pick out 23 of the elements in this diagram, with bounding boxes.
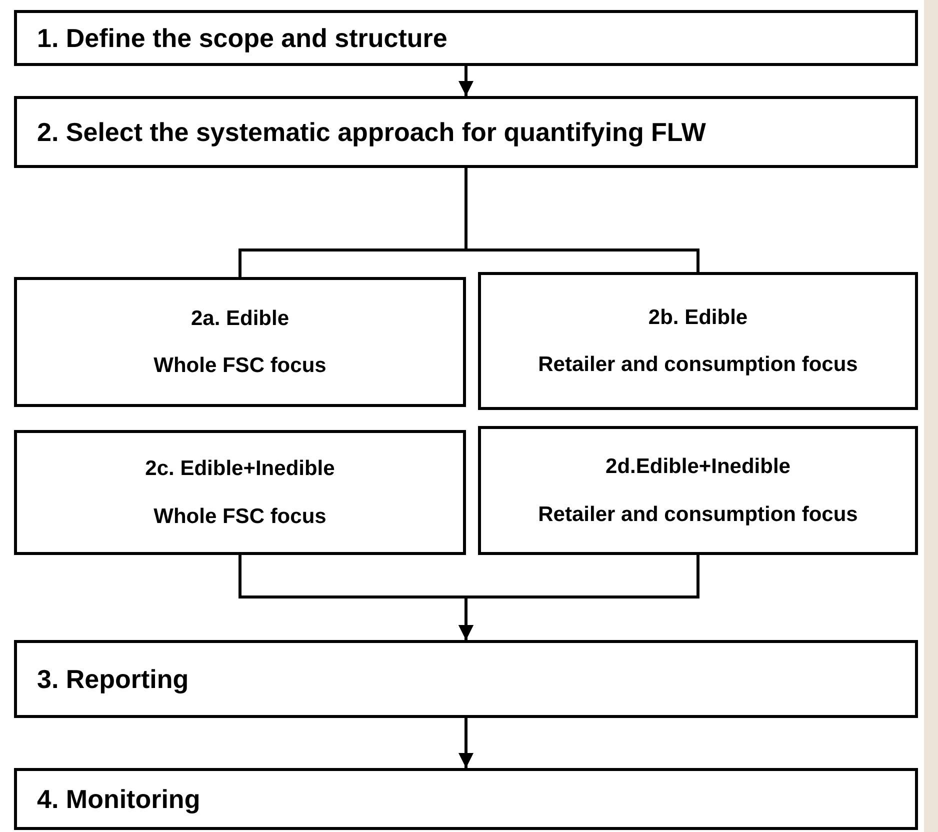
process-box xyxy=(14,277,466,407)
box-label: 2b. Edible xyxy=(648,304,748,330)
box-label: 4. Monitoring xyxy=(37,782,200,816)
process-box xyxy=(14,430,466,555)
box-label: 2c. Edible+Inedible xyxy=(145,456,335,482)
box-label: 1. Define the scope and structure xyxy=(37,22,448,54)
box-label: 2d.Edible+Inedible xyxy=(606,454,790,480)
box-label: Retailer and consumption focus xyxy=(538,502,858,528)
box-label: 3. Reporting xyxy=(37,662,189,696)
process-box xyxy=(14,640,918,718)
box-label: Whole FSC focus xyxy=(154,353,326,379)
process-box xyxy=(478,426,918,555)
process-box xyxy=(478,272,918,410)
process-box xyxy=(14,10,918,66)
connector-arrow xyxy=(458,718,474,768)
box-label: Whole FSC focus xyxy=(154,504,326,530)
connector-arrow xyxy=(458,66,474,96)
box-label: Retailer and consumption focus xyxy=(538,352,858,378)
box-label: 2a. Edible xyxy=(190,306,290,332)
box-label: 2. Select the systematic approach for quantifying FLW xyxy=(37,116,706,148)
connector-arrow xyxy=(458,555,700,640)
process-box xyxy=(14,768,918,830)
process-box xyxy=(14,96,918,168)
